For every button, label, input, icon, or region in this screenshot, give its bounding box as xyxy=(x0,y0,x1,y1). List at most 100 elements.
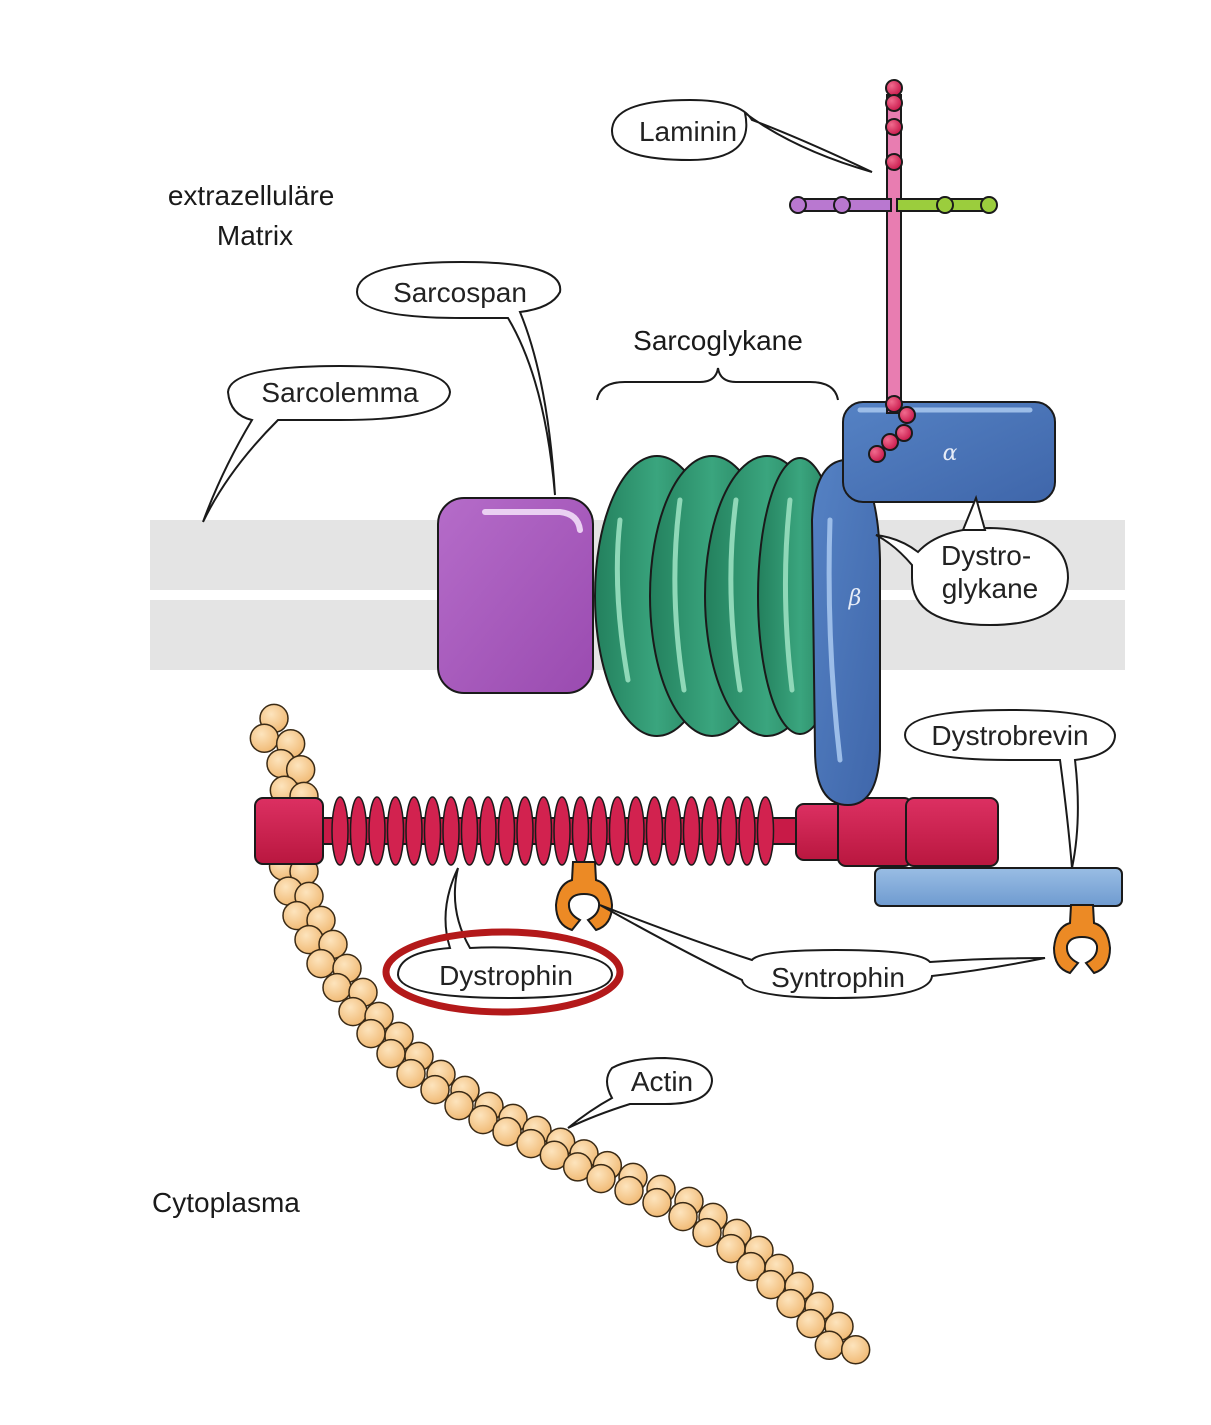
beta-subunit-label: β xyxy=(848,586,862,611)
actin-monomer xyxy=(692,1217,722,1248)
laminin-bead-left xyxy=(789,196,807,214)
sarcoglycan-shine-4 xyxy=(782,497,795,693)
spectrin-repeat-disc xyxy=(479,796,497,866)
spectrin-repeat-disc xyxy=(442,796,460,866)
actin-monomer xyxy=(396,1058,426,1089)
dystrobrevin-label: Dystrobrevin xyxy=(931,720,1088,751)
spectrin-repeat-disc xyxy=(608,796,627,866)
spectrin-repeat-disc xyxy=(423,796,442,866)
spectrin-repeat-disc xyxy=(497,796,516,866)
syntrophin-label: Syntrophin xyxy=(771,962,905,993)
dystrophin-callout-bubble xyxy=(396,867,614,1000)
dystrophin-protein xyxy=(254,796,999,867)
alpha-dystroglycan-protein xyxy=(842,401,1056,503)
beta-dystroglycan-shine xyxy=(826,517,843,763)
spectrin-repeat-disc xyxy=(590,796,608,866)
sarcoglycans-brace xyxy=(596,367,839,401)
sarcospan-protein xyxy=(437,497,594,694)
sarcoglycans-label: Sarcoglykane xyxy=(633,325,803,356)
actin-monomer xyxy=(249,723,280,754)
actin-monomer xyxy=(586,1163,616,1194)
laminin-bead-right xyxy=(980,196,998,214)
actin-monomer xyxy=(840,1334,871,1365)
sarcospan-callout: Sarcospan xyxy=(355,260,562,496)
dystroglycans-callout-tail-alpha xyxy=(961,494,987,531)
actin-callout: Actin xyxy=(567,1056,714,1129)
dystroglycans-label: Dystro- glykane xyxy=(941,540,1039,604)
sarcospan-callout-bubble xyxy=(355,260,562,496)
sarcolemma-callout: Sarcolemma xyxy=(202,364,452,523)
actin-monomer xyxy=(468,1104,498,1135)
spectrin-repeat-disc xyxy=(516,796,534,866)
laminin-stem xyxy=(886,94,902,414)
dystrophin-c-terminal-block-3 xyxy=(905,797,999,867)
actin-label: Actin xyxy=(631,1066,693,1097)
actin-monomer xyxy=(614,1175,644,1206)
laminin-callout-bubble xyxy=(610,98,873,173)
spectrin-repeat-disc xyxy=(738,796,756,866)
laminin-bead xyxy=(885,153,903,171)
actin-monomer xyxy=(420,1074,450,1105)
spectrin-repeat-disc xyxy=(534,796,553,866)
syntrophin-callout: Syntrophin xyxy=(599,904,1046,1000)
spectrin-repeat-disc xyxy=(349,796,368,866)
sarcolemma-callout-bubble xyxy=(202,364,452,523)
actin-monomer xyxy=(814,1330,845,1361)
dystroglycans-callout-bubble xyxy=(875,526,1070,627)
sarcolemma-label: Sarcolemma xyxy=(261,377,419,408)
syntrophin-protein-2 xyxy=(1052,904,1112,975)
sarcoglycan-shine-1 xyxy=(614,517,631,683)
dystrobrevin-callout-bubble xyxy=(903,708,1117,869)
syntrophin-body xyxy=(554,861,614,932)
spectrin-repeat-disc xyxy=(571,796,590,866)
actin-callout-bubble xyxy=(567,1056,714,1129)
spectrin-repeat-disc xyxy=(645,796,664,866)
dystrophin-n-terminal-block xyxy=(254,797,324,865)
dystrophin-callout: Dystrophin xyxy=(382,867,624,1016)
alpha-subunit-label: α xyxy=(943,441,958,466)
spectrin-repeat-disc xyxy=(368,796,386,866)
dystroglycans-callout: Dystro- glykane xyxy=(875,494,1070,627)
actin-monomer xyxy=(306,948,336,979)
actin-monomer xyxy=(444,1090,474,1121)
spectrin-repeat-disc xyxy=(719,796,738,866)
actin-monomer xyxy=(668,1201,698,1232)
spectrin-repeat-disc xyxy=(664,796,682,866)
dystrophin-highlight-ring xyxy=(382,928,624,1016)
dystrophin-c-terminal-block-1 xyxy=(795,803,845,861)
actin-monomer xyxy=(562,1152,593,1182)
laminin-bead-right xyxy=(936,196,954,214)
laminin-bead xyxy=(885,118,903,136)
laminin-bead-left xyxy=(833,196,851,214)
spectrin-repeat-disc xyxy=(756,796,775,866)
laminin-protein xyxy=(789,79,998,463)
spectrin-repeat-disc xyxy=(405,796,423,866)
laminin-bead xyxy=(895,424,913,442)
sarcospan-label: Sarcospan xyxy=(393,277,527,308)
spectrin-repeat-disc xyxy=(553,796,571,866)
cytoplasm-label: Cytoplasma xyxy=(152,1187,300,1218)
dystrobrevin-callout: Dystrobrevin xyxy=(903,708,1117,869)
spectrin-repeat-disc xyxy=(627,796,645,866)
actin-monomer xyxy=(539,1140,570,1171)
extracellular-matrix-label: extrazelluläre Matrix xyxy=(168,180,342,251)
actin-monomer xyxy=(642,1187,672,1218)
sarcoglycan-shine-3 xyxy=(728,497,743,693)
dystrobrevin-bar xyxy=(874,867,1123,907)
laminin-label: Laminin xyxy=(639,116,737,147)
syntrophin-body xyxy=(1052,904,1112,975)
laminin-bead xyxy=(868,445,886,463)
laminin-callout: Laminin xyxy=(610,98,873,173)
spectrin-repeat-disc xyxy=(331,796,349,866)
spectrin-repeat-disc xyxy=(386,796,405,866)
laminin-bead xyxy=(885,79,903,97)
spectrin-repeat-disc xyxy=(682,796,701,866)
sarcoglycan-complex xyxy=(594,455,843,737)
dystrophin-c-terminal-block-2 xyxy=(837,797,913,867)
spectrin-repeat-disc xyxy=(460,796,479,866)
laminin-bead xyxy=(885,395,903,413)
laminin-bead xyxy=(898,406,916,424)
actin-filament xyxy=(249,703,871,1365)
actin-monomer xyxy=(322,972,352,1003)
